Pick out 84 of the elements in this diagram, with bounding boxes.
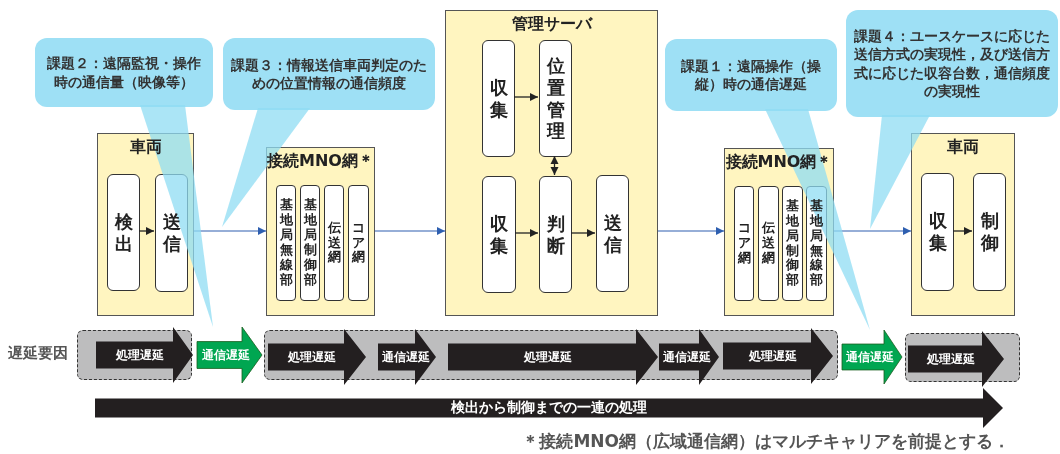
box-label: 送信 bbox=[603, 211, 622, 256]
block-label: 検出から制御までの一連の処理 bbox=[451, 399, 647, 417]
box-label: 基地局無線部 bbox=[279, 198, 293, 288]
delay-block bbox=[448, 329, 658, 385]
callout-text: 課題１：遠隔操作（操縦）時の通信遅延 bbox=[680, 56, 822, 94]
process-box bbox=[539, 176, 572, 293]
process-box bbox=[734, 186, 754, 301]
process-box bbox=[596, 175, 629, 292]
connector-arrow bbox=[657, 227, 725, 235]
delay-block bbox=[378, 329, 436, 385]
box-label: 基地局制御部 bbox=[303, 198, 317, 288]
box-label: 基地局制御部 bbox=[786, 198, 799, 289]
callout-bubble bbox=[223, 38, 435, 110]
callout-text: 課題２：遠隔監視・操作時の通信量（映像等） bbox=[46, 54, 202, 91]
block-label: 処理遅延 bbox=[115, 346, 164, 364]
callout-tail bbox=[870, 115, 930, 229]
connector-arrow bbox=[514, 229, 539, 237]
process-box bbox=[348, 185, 369, 301]
callout-tail bbox=[222, 108, 310, 227]
block-label: 通信遅延 bbox=[846, 348, 894, 366]
callout-text: 課題３：情報送信車両判定のための位置情報の通信頻度 bbox=[231, 55, 427, 93]
box-label: 位置管理 bbox=[546, 55, 565, 142]
box-label: 送信 bbox=[162, 211, 181, 255]
delay-block bbox=[908, 331, 1004, 387]
process-box bbox=[539, 40, 572, 157]
callout-bubble bbox=[846, 10, 1058, 117]
panel-title: 接続MNO網＊ bbox=[267, 151, 374, 172]
delay-block bbox=[723, 328, 833, 384]
connector-arrow bbox=[513, 93, 539, 101]
process-box bbox=[921, 173, 954, 291]
delay-group-panel bbox=[77, 330, 192, 380]
process-box bbox=[973, 173, 1006, 291]
connector-arrow bbox=[374, 227, 446, 235]
box-label: コア網 bbox=[352, 220, 365, 266]
delay-block bbox=[197, 327, 262, 383]
system-panel bbox=[911, 133, 1015, 316]
callout-bubble bbox=[35, 38, 213, 107]
footnote: ＊接続MNO網（広域通信網）はマルチキャリアを前提とする． bbox=[522, 430, 1010, 453]
block-label: 処理遅延 bbox=[748, 347, 797, 365]
box-label: コア網 bbox=[737, 221, 751, 266]
box-label: 伝送網 bbox=[327, 220, 341, 266]
delay-block bbox=[268, 329, 366, 385]
box-label: 制御 bbox=[980, 210, 999, 254]
delay-block bbox=[659, 329, 719, 385]
block-label: 処理遅延 bbox=[287, 348, 336, 366]
block-label: 処理遅延 bbox=[926, 350, 975, 368]
process-box bbox=[107, 174, 140, 291]
panel-title: 接続MNO網＊ bbox=[725, 152, 833, 173]
block-label: 通信遅延 bbox=[381, 348, 430, 366]
box-label: 判断 bbox=[546, 212, 565, 257]
callout-text: 課題４：ユースケースに応じた送信方式の実現性，及び送信方式に応じた収容台数，通信頻度の実現性 bbox=[854, 27, 1050, 100]
connector-arrow bbox=[550, 155, 559, 176]
box-label: 伝送網 bbox=[762, 221, 775, 266]
delay-block bbox=[96, 327, 193, 383]
box-label: 検出 bbox=[114, 210, 133, 255]
connector-arrow bbox=[570, 229, 596, 237]
callout-tail bbox=[765, 109, 870, 330]
process-box bbox=[782, 186, 803, 301]
panel-title: 車両 bbox=[947, 137, 979, 158]
connector-arrow bbox=[952, 227, 973, 235]
process-box bbox=[300, 185, 320, 301]
process-box bbox=[482, 40, 515, 157]
box-label: 収集 bbox=[489, 76, 508, 121]
block-label: 通信遅延 bbox=[663, 348, 711, 366]
delay-block bbox=[842, 330, 902, 384]
process-box bbox=[276, 185, 296, 301]
row-label: 遅延要因 bbox=[8, 344, 68, 363]
callout-bubble bbox=[665, 39, 837, 111]
callout-tail bbox=[140, 105, 213, 327]
system-panel bbox=[445, 10, 658, 316]
connector-arrow bbox=[138, 227, 155, 235]
box-label: 収集 bbox=[490, 212, 508, 257]
process-box bbox=[482, 176, 516, 293]
box-label: 収集 bbox=[928, 210, 947, 254]
panel-title: 管理サーバ bbox=[511, 14, 592, 35]
process-box bbox=[324, 185, 344, 301]
process-box bbox=[758, 186, 779, 301]
system-panel bbox=[266, 147, 375, 316]
block-label: 通信遅延 bbox=[202, 346, 251, 364]
panel-title: 車両 bbox=[129, 137, 162, 158]
block-label: 処理遅延 bbox=[523, 348, 572, 366]
system-panel bbox=[724, 148, 834, 316]
process-band bbox=[95, 388, 1003, 428]
box-label: 基地局無線部 bbox=[810, 198, 823, 289]
